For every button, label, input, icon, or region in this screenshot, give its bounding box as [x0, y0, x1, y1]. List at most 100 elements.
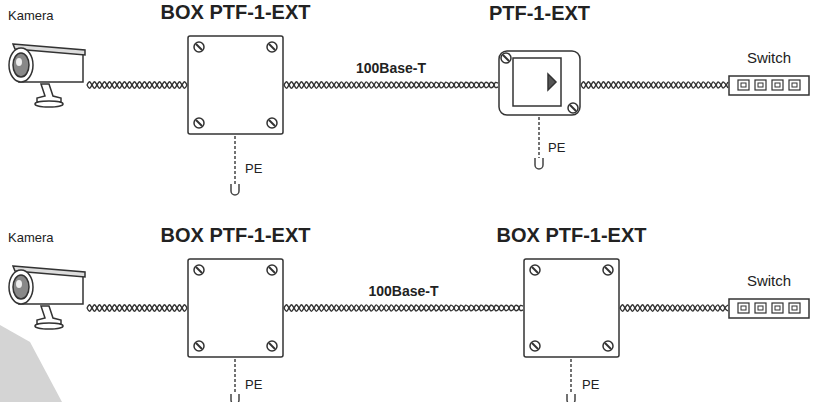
camera-node: Kamera — [5, 38, 87, 108]
cable-strand — [87, 82, 187, 88]
box-node: BOX PTF-1-EXT — [187, 258, 284, 358]
box-node: BOX PTF-1-EXT — [523, 258, 620, 358]
camera-shape — [5, 38, 87, 108]
switch-body — [729, 76, 809, 95]
node-heading: Switch — [747, 272, 791, 289]
screw-slot — [269, 120, 275, 126]
screw-slot — [269, 44, 275, 50]
node-heading: PTF-1-EXT — [489, 2, 590, 25]
screw-slot — [605, 267, 611, 273]
camera-mount — [37, 84, 61, 102]
pe-terminal — [567, 394, 575, 402]
lens-glare — [16, 280, 22, 288]
port-inner — [792, 83, 797, 87]
junction-box — [188, 36, 283, 134]
port-inner — [741, 306, 746, 310]
screw — [267, 118, 277, 128]
screw — [194, 265, 204, 275]
camera-shape — [5, 260, 87, 330]
twisted-pair-cable — [581, 82, 728, 88]
screw — [194, 42, 204, 52]
port-inner — [758, 306, 763, 310]
grey-corner — [0, 325, 62, 402]
node-heading: Kamera — [8, 8, 54, 23]
node-heading: BOX PTF-1-EXT — [161, 224, 311, 247]
port-inner — [792, 306, 797, 310]
box-shape — [187, 35, 284, 135]
cable-strand — [581, 82, 728, 88]
node-heading: Switch — [747, 49, 791, 66]
direction-arrow — [548, 74, 556, 90]
node-heading: BOX PTF-1-EXT — [497, 224, 647, 247]
ptf-shape — [498, 50, 581, 116]
junction-box — [524, 259, 619, 357]
screw — [530, 341, 540, 351]
pe-wire — [538, 117, 540, 158]
lens-ring — [9, 48, 33, 82]
screw — [267, 341, 277, 351]
box-shape — [523, 258, 620, 358]
lens — [13, 53, 29, 77]
rj45-port — [755, 80, 766, 90]
twisted-pair-cable — [284, 305, 523, 311]
rj45-port — [789, 80, 800, 90]
screw-slot — [532, 267, 538, 273]
screw-slot — [196, 44, 202, 50]
switch-node: Switch — [728, 298, 810, 319]
ground-label: PE — [546, 141, 567, 155]
screw — [568, 103, 578, 113]
rj45-port — [738, 80, 749, 90]
screw — [603, 265, 613, 275]
port-inner — [741, 83, 746, 87]
twisted-pair-cable — [87, 305, 187, 311]
screw-slot — [269, 343, 275, 349]
cable-strand — [581, 82, 728, 88]
cable-strand — [87, 82, 187, 88]
rj45-port — [755, 303, 766, 313]
screw-slot — [269, 267, 275, 273]
twisted-pair-cable — [620, 305, 728, 311]
pe-terminal — [535, 158, 543, 169]
cable-strand — [87, 305, 187, 311]
twisted-pair-cable — [87, 82, 187, 88]
camera-mount — [37, 306, 61, 324]
camera-node: Kamera — [5, 260, 87, 330]
ground-label: PE — [243, 162, 264, 176]
port-inner — [775, 306, 780, 310]
screw — [267, 42, 277, 52]
screw — [267, 265, 277, 275]
mount-base — [35, 101, 63, 107]
screw — [501, 53, 511, 63]
screw-slot — [196, 267, 202, 273]
cable-label: 100Base-T — [366, 284, 440, 299]
protector-panel — [513, 58, 561, 106]
ground-label: PE — [580, 378, 601, 392]
pe-wire — [234, 136, 236, 184]
screw-slot — [605, 343, 611, 349]
pe-terminal — [231, 394, 239, 402]
screw — [194, 341, 204, 351]
lens — [13, 275, 29, 299]
screw-slot — [570, 105, 576, 111]
cable-strand — [620, 305, 728, 311]
pe-terminal — [231, 184, 239, 195]
screw-slot — [503, 55, 509, 61]
cable-label: 100Base-T — [354, 61, 428, 76]
rj45-port — [772, 80, 783, 90]
switch-shape — [728, 75, 810, 96]
cable-strand — [284, 305, 523, 311]
node-heading: BOX PTF-1-EXT — [161, 1, 311, 24]
switch-shape — [728, 298, 810, 319]
pe-wire — [570, 359, 572, 394]
switch-node: Switch — [728, 75, 810, 96]
port-inner — [758, 83, 763, 87]
twisted-pair-cable — [284, 82, 498, 88]
switch-body — [729, 299, 809, 318]
port-inner — [775, 83, 780, 87]
rj45-port — [738, 303, 749, 313]
box-node: BOX PTF-1-EXT — [187, 35, 284, 135]
rj45-port — [772, 303, 783, 313]
cable-strand — [87, 305, 187, 311]
lens-glare — [16, 58, 22, 66]
